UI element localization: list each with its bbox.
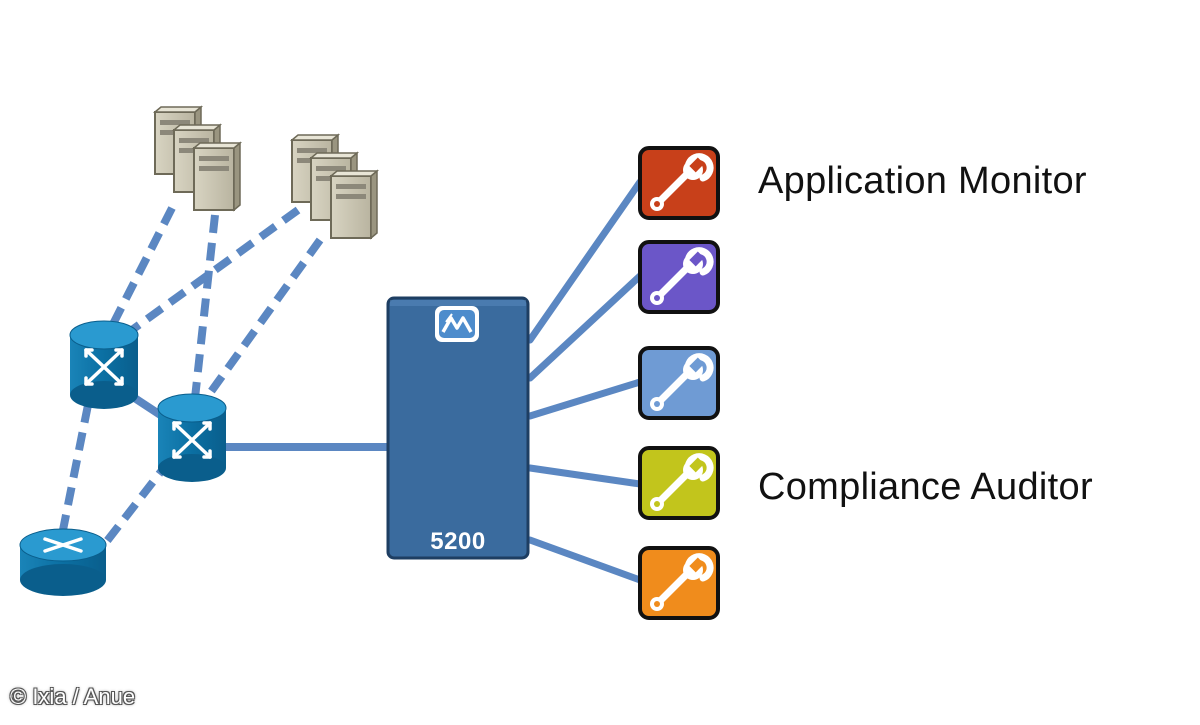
link-srv2-router2: [201, 237, 324, 403]
tool-lightblue-box: [638, 346, 720, 420]
router-1: [69, 320, 139, 409]
tool-purple-box: [638, 240, 720, 314]
tool-orange-box: [638, 546, 720, 620]
link-srv2-router1: [122, 206, 301, 339]
router-3: [19, 528, 107, 596]
link-srv1-router2: [191, 214, 219, 399]
network-tap-device: [386, 296, 530, 560]
anue-logo-icon: [435, 306, 479, 342]
link-tool-red: [526, 178, 644, 344]
server-cluster-right: [291, 134, 378, 239]
tool-red-box: [638, 146, 720, 220]
link-router1-router3: [58, 404, 92, 536]
router-2: [157, 393, 227, 482]
tool-boxes: [638, 146, 720, 620]
link-srv1-router1: [106, 206, 176, 332]
application-monitor-label: Application Monitor: [758, 160, 1087, 202]
link-tool-yellowgreen: [526, 464, 644, 488]
device-model-label: 5200: [430, 528, 486, 555]
link-tool-purple: [526, 272, 644, 382]
tool-links: [526, 178, 644, 584]
link-tool-lightblue: [526, 378, 644, 420]
dashed-links: [58, 206, 324, 553]
tool-yellowgreen-box: [638, 446, 720, 520]
link-router2-router3: [96, 457, 174, 553]
compliance-auditor-label: Compliance Auditor: [758, 466, 1093, 508]
server-cluster-left: [154, 106, 241, 211]
link-tool-orange: [526, 536, 644, 584]
copyright-notice: © Ixia / Anue: [10, 684, 136, 709]
